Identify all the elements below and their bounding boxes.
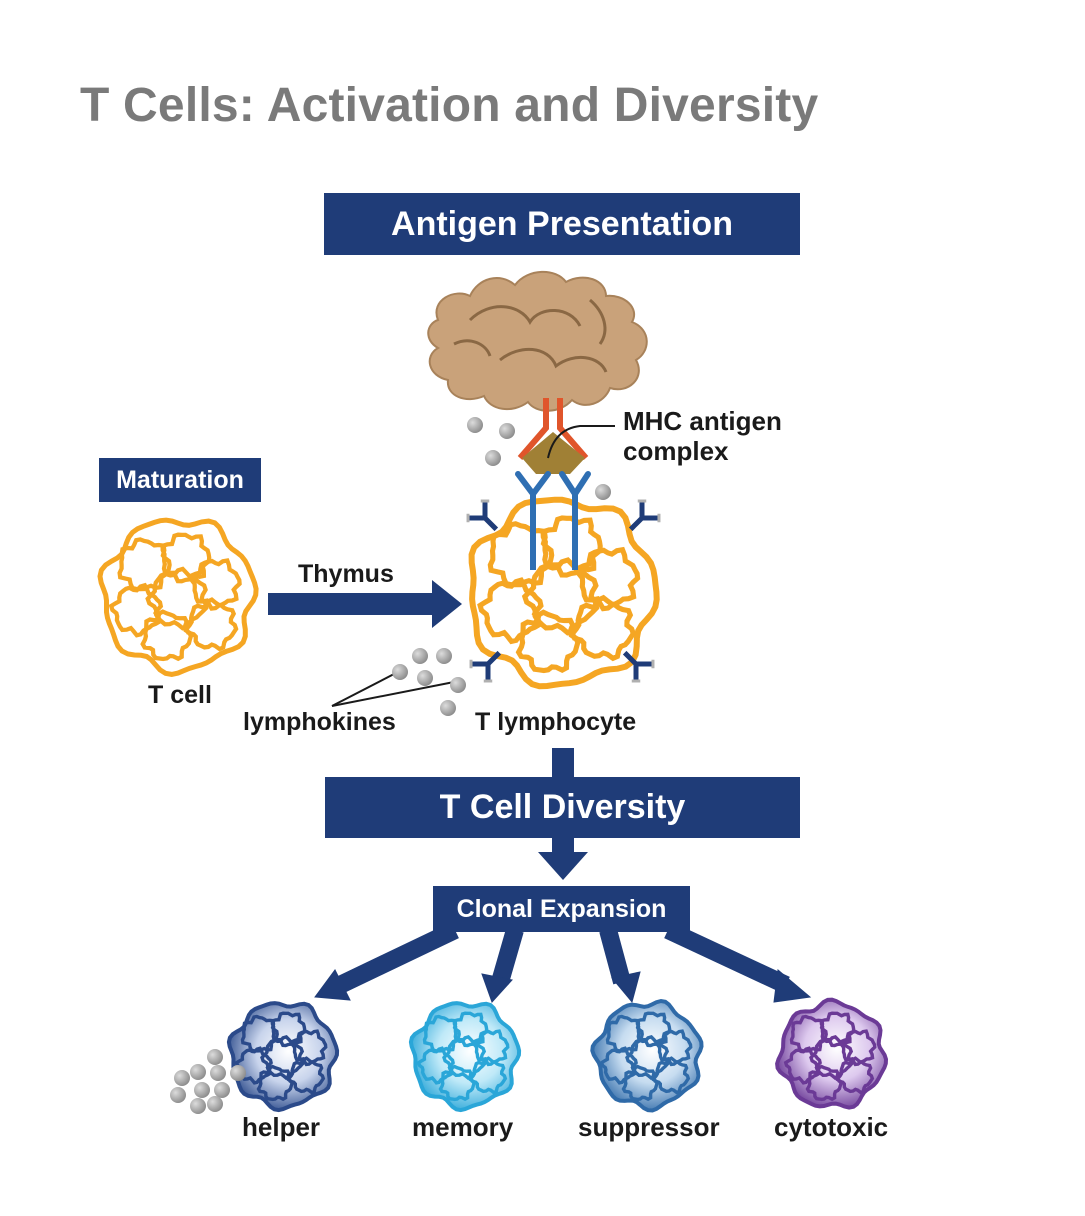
down-connector — [552, 748, 574, 780]
mhc-pointer-line — [547, 425, 615, 459]
granule — [207, 1049, 223, 1065]
cell-type-cytotoxic: cytotoxic — [774, 1112, 889, 1142]
granule — [210, 1065, 226, 1081]
t-cell-label: T cell — [148, 681, 212, 709]
granule — [436, 648, 452, 664]
granule — [595, 484, 611, 500]
granule — [499, 423, 515, 439]
granule — [207, 1096, 223, 1112]
lymphokine-pointer-lines — [331, 673, 455, 707]
granule — [412, 648, 428, 664]
mhc-label-line2: complex — [623, 436, 729, 466]
page-title: T Cells: Activation and Diversity — [80, 79, 819, 132]
granule — [190, 1064, 206, 1080]
helper-cell — [226, 1001, 340, 1113]
cell-type-suppressor: suppressor — [578, 1112, 720, 1142]
mhc-label-line1: MHC antigen — [623, 406, 782, 436]
antigen-presentation-box: Antigen Presentation — [324, 193, 800, 255]
mhc-antigen-complex — [522, 432, 585, 474]
granule — [194, 1082, 210, 1098]
memory-cell — [408, 1001, 522, 1113]
t-cell-diversity-box: T Cell Diversity — [325, 777, 800, 838]
granule — [170, 1087, 186, 1103]
granule — [214, 1082, 230, 1098]
surface-receptor — [466, 499, 499, 532]
granule — [174, 1070, 190, 1086]
surface-receptor — [469, 650, 502, 683]
thymus-arrow — [268, 580, 462, 628]
granule — [190, 1098, 206, 1114]
cell-type-helper: helper — [242, 1112, 321, 1142]
granule — [440, 700, 456, 716]
granule — [485, 450, 501, 466]
t-lymphocyte-label: T lymphocyte — [475, 708, 637, 736]
antigen-presenting-cell — [427, 270, 648, 412]
mhc-receptor — [517, 398, 589, 460]
granule — [417, 670, 433, 686]
granule — [230, 1065, 246, 1081]
down-arrow — [538, 836, 588, 880]
cytotoxic-cell — [775, 997, 889, 1110]
suppressor-cell — [590, 998, 704, 1113]
maturation-box: Maturation — [99, 458, 261, 502]
granule — [467, 417, 483, 433]
branch-arrows — [314, 921, 812, 1004]
t-cell-immature — [97, 517, 259, 677]
surface-receptor — [628, 499, 661, 532]
granule — [392, 664, 408, 680]
granule — [450, 677, 466, 693]
thymus-label: Thymus — [298, 560, 394, 588]
clonal-expansion-box: Clonal Expansion — [433, 886, 690, 932]
mhc-label: MHC antigen complex — [623, 406, 782, 466]
lymphokines-label: lymphokines — [243, 708, 396, 736]
surface-receptor — [622, 650, 655, 683]
cell-type-memory: memory — [412, 1112, 514, 1142]
